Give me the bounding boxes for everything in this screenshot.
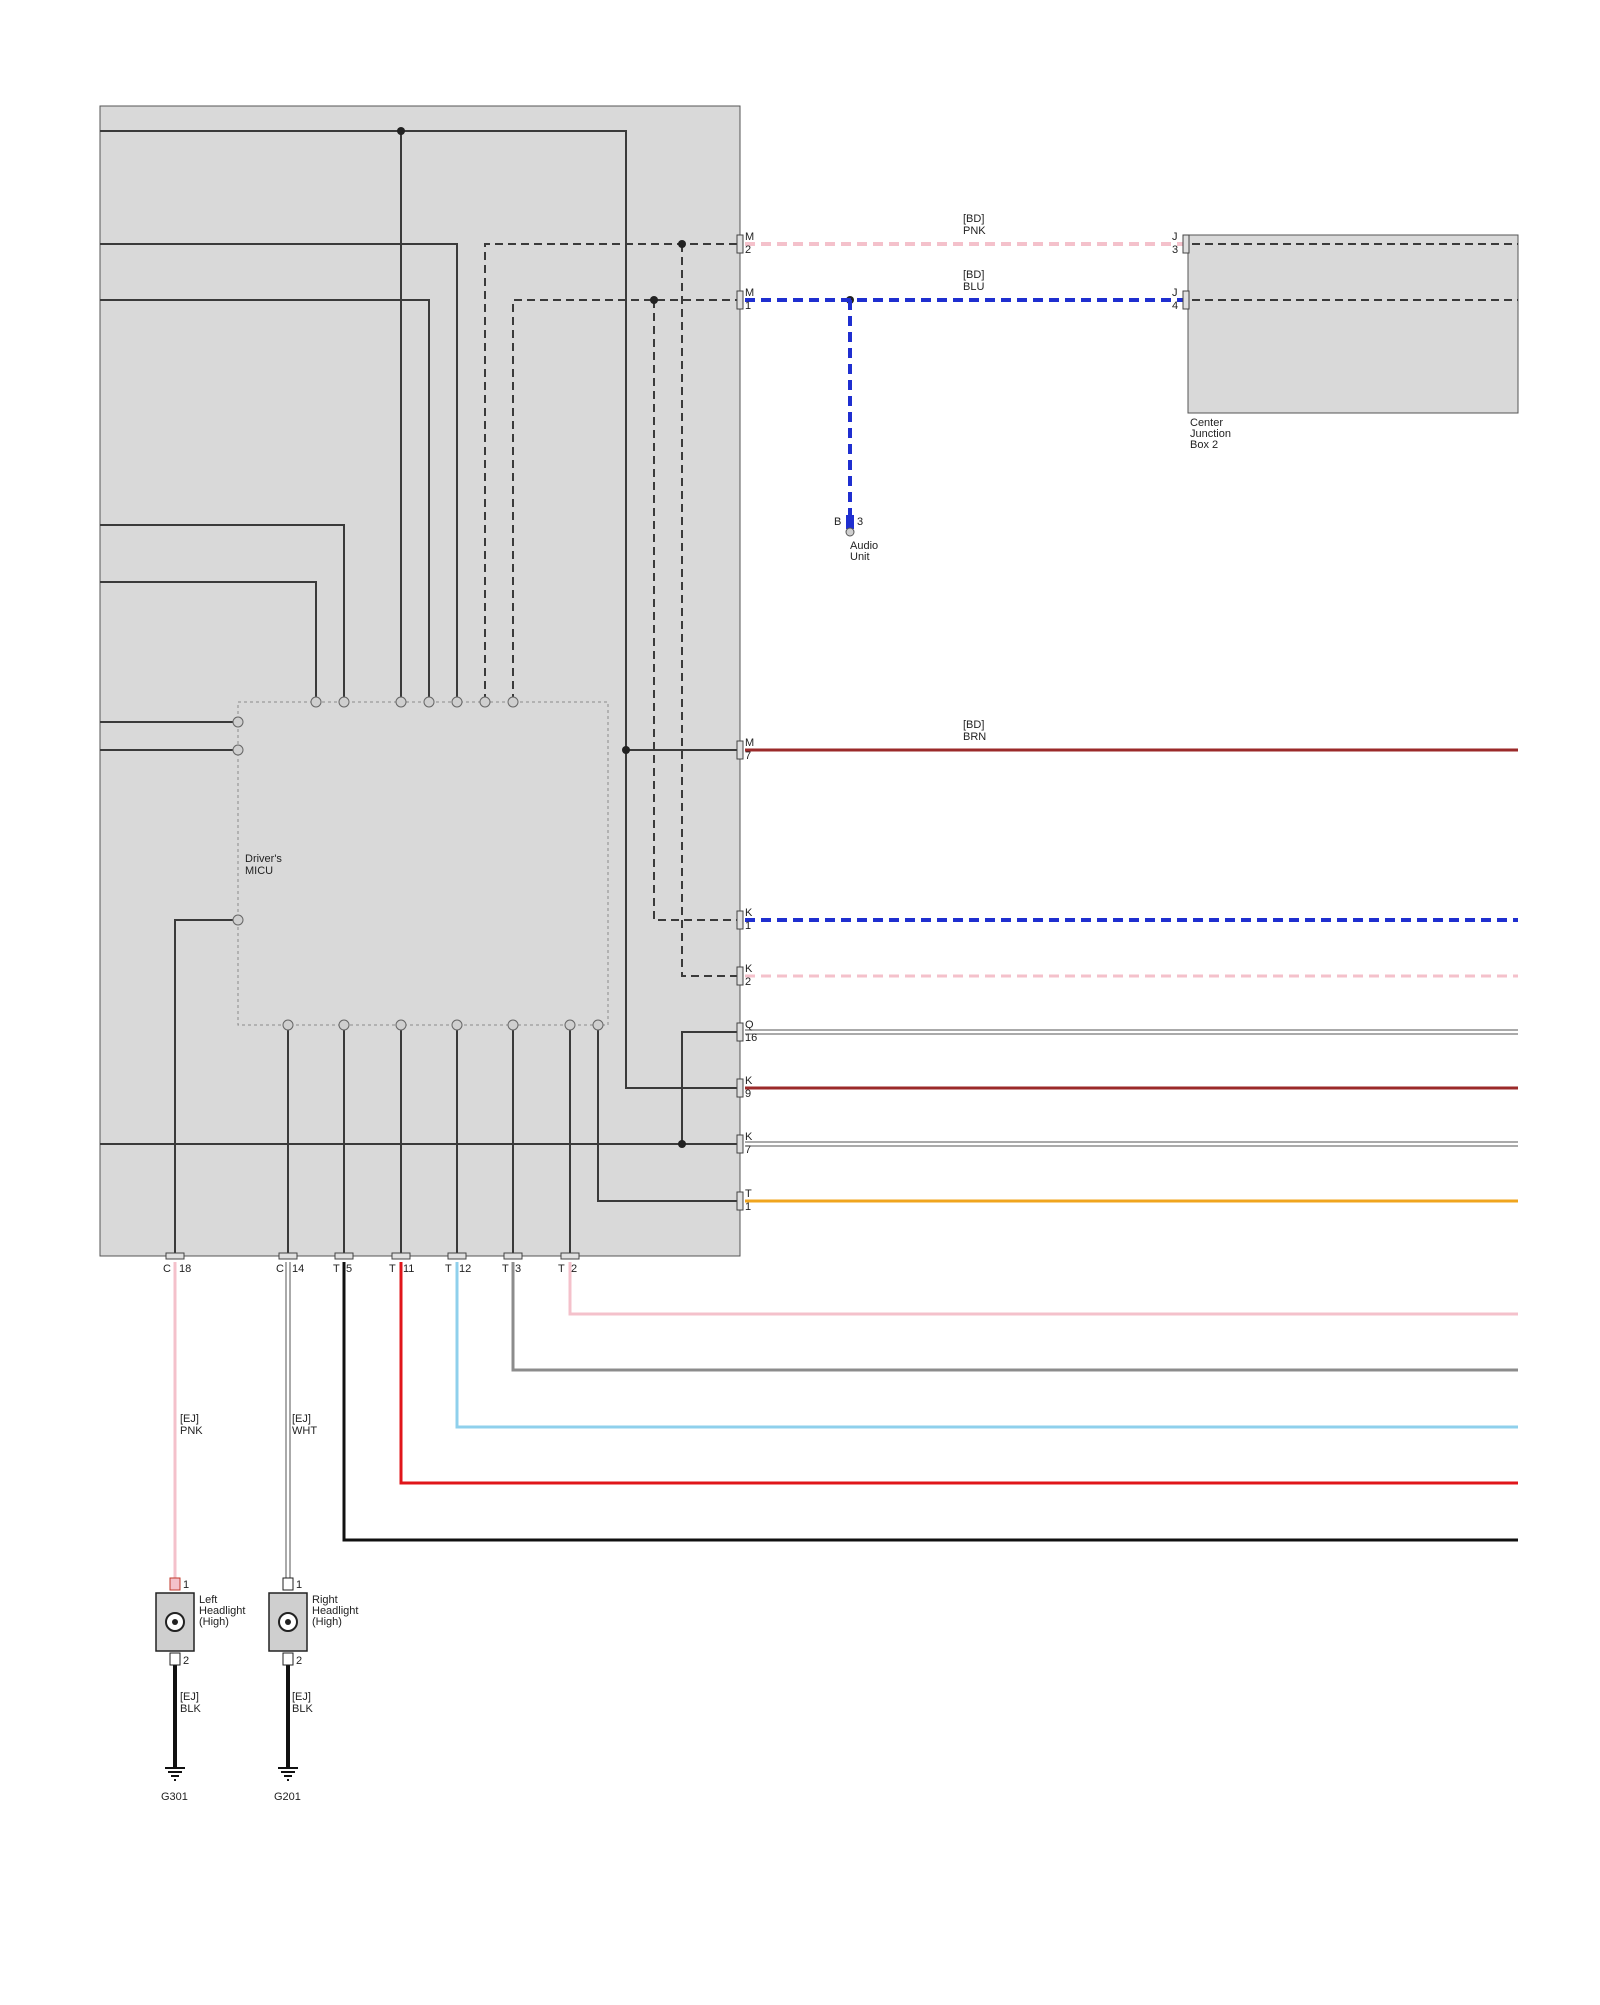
conn-j4-letter: J <box>1172 287 1178 299</box>
audio-connector-letter: B <box>834 516 841 528</box>
left-headlight-label-3: (High) <box>199 1616 229 1628</box>
left-headlight-pin-bottom: 2 <box>183 1655 189 1667</box>
conn-q16-pin: 16 <box>745 1032 757 1044</box>
audio-terminal-icon <box>845 527 855 537</box>
conn-c14-letter: C <box>276 1263 284 1275</box>
audio-label-1: Audio <box>850 540 878 552</box>
micu-ports <box>232 696 604 1031</box>
audio-pin: 3 <box>857 516 863 528</box>
internal-wiring <box>100 130 740 1256</box>
conn-q16-letter: Q <box>745 1019 754 1031</box>
bottom-connector-pins <box>165 1252 580 1260</box>
left-headlight-pin-top: 1 <box>183 1579 189 1591</box>
conn-k1-pin: 1 <box>745 920 751 932</box>
conn-k2-pin: 2 <box>745 976 751 988</box>
micu-label-2: MICU <box>245 865 273 877</box>
m2-wire-harness: [BD] <box>963 213 984 225</box>
conn-k2-letter: K <box>745 963 753 975</box>
left-headlight-label-2: Headlight <box>199 1605 245 1617</box>
cjb-label-1: Center <box>1190 417 1223 429</box>
conn-m2-letter: M <box>745 231 754 243</box>
m7-wire-harness: [BD] <box>963 719 984 731</box>
conn-k9-letter: K <box>745 1075 753 1087</box>
ground-left-label: G301 <box>161 1791 188 1803</box>
t5-wire <box>342 1262 1518 1542</box>
right-headlight-pin-bottom: 2 <box>296 1655 302 1667</box>
right-headlight-label-1: Right <box>312 1594 338 1606</box>
audio-label-2: Unit <box>850 551 870 563</box>
conn-t1-letter: T <box>745 1188 752 1200</box>
right-connector-pins <box>736 234 1190 1211</box>
micu-module-box <box>99 105 741 1257</box>
conn-t11-pin: 11 <box>403 1263 414 1275</box>
t3-wire <box>511 1262 1518 1372</box>
splice-dots <box>397 127 854 1148</box>
c14-wire-harness: [EJ] <box>292 1413 311 1425</box>
conn-j4-pin: 4 <box>1172 300 1178 312</box>
t12-wire <box>455 1262 1518 1429</box>
conn-c14-pin: 14 <box>292 1263 304 1275</box>
conn-t11-letter: T <box>389 1263 396 1275</box>
lh-gnd-wire-harness: [EJ] <box>180 1691 199 1703</box>
conn-t12-pin: 12 <box>459 1263 471 1275</box>
c18-wire-color: PNK <box>180 1425 203 1437</box>
ground-right-label: G201 <box>274 1791 301 1803</box>
rh-gnd-wire-harness: [EJ] <box>292 1691 311 1703</box>
conn-m1-letter: M <box>745 287 754 299</box>
conn-t5-pin: 5 <box>346 1263 352 1275</box>
conn-k1-letter: K <box>745 907 753 919</box>
conn-m7-pin: 7 <box>745 750 751 762</box>
cjb-label-3: Box 2 <box>1190 439 1218 451</box>
conn-k7-letter: K <box>745 1131 753 1143</box>
conn-m7-letter: M <box>745 737 754 749</box>
left-headlight: 1 2 Left Headlight (High) <box>155 1577 245 1667</box>
c18-wire-harness: [EJ] <box>180 1413 199 1425</box>
t2-wire <box>568 1262 1518 1316</box>
conn-m2-pin: 2 <box>745 244 751 256</box>
ground-icon <box>165 1767 185 1781</box>
audio-unit: B 3 Audio Unit <box>834 515 878 563</box>
conn-t2-letter: T <box>558 1263 565 1275</box>
m1-wire-color: BLU <box>963 281 984 293</box>
conn-t3-letter: T <box>502 1263 509 1275</box>
m7-wire-color: BRN <box>963 731 986 743</box>
lh-gnd-wire-color: BLK <box>180 1703 201 1715</box>
conn-j3-pin: 3 <box>1172 244 1178 256</box>
conn-m1-pin: 1 <box>745 300 751 312</box>
micu-inner-box <box>237 701 609 1026</box>
conn-t2-pin: 2 <box>571 1263 577 1275</box>
rh-gnd-wire-color: BLK <box>292 1703 313 1715</box>
conn-k7-pin: 7 <box>745 1144 751 1156</box>
right-headlight: 1 2 Right Headlight (High) <box>268 1577 358 1667</box>
left-headlight-label-1: Left <box>199 1594 217 1606</box>
m2-wire-color: PNK <box>963 225 986 237</box>
ground-icon <box>278 1767 298 1781</box>
right-headlight-pin-top: 1 <box>296 1579 302 1591</box>
micu-label-1: Driver's <box>245 853 282 865</box>
c14-wire-color: WHT <box>292 1425 317 1437</box>
conn-t1-pin: 1 <box>745 1201 751 1213</box>
conn-k9-pin: 9 <box>745 1088 751 1100</box>
conn-t3-pin: 3 <box>515 1263 521 1275</box>
right-headlight-label-2: Headlight <box>312 1605 358 1617</box>
right-headlight-label-3: (High) <box>312 1616 342 1628</box>
cjb-label-2: Junction <box>1190 428 1231 440</box>
conn-c18-letter: C <box>163 1263 171 1275</box>
t11-wire <box>399 1262 1518 1485</box>
conn-t12-letter: T <box>445 1263 452 1275</box>
external-wires <box>173 242 1518 1768</box>
conn-c18-pin: 18 <box>179 1263 191 1275</box>
m1-wire-harness: [BD] <box>963 269 984 281</box>
cjb-box <box>1187 234 1519 414</box>
conn-j3-letter: J <box>1172 231 1178 243</box>
conn-t5-letter: T <box>333 1263 340 1275</box>
